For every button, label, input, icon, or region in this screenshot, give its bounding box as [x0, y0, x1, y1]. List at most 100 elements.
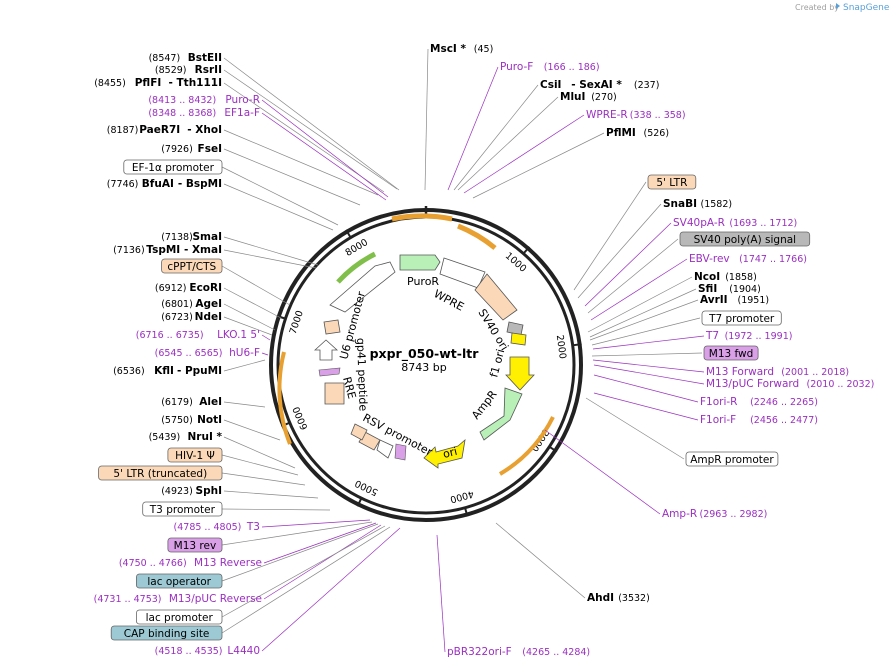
left-feature-box: CAP binding site: [110, 625, 223, 641]
leader-line: [463, 114, 585, 194]
primer-label: T3: [246, 521, 260, 533]
tick-mark: [345, 229, 353, 239]
primer-position: (2001 .. 2018): [781, 367, 849, 378]
primer-position: (1972 .. 1991): [725, 331, 793, 342]
leader-line: [221, 523, 379, 582]
leader-line: [261, 112, 387, 201]
leader-line: [221, 508, 331, 511]
enzyme-label: SnaBI: [663, 198, 697, 210]
box-label: M13 rev: [174, 540, 217, 552]
primer-label: pBR322ori-F: [447, 646, 512, 658]
enzyme-position: (3532): [618, 593, 650, 604]
primer-label: M13 Forward: [706, 366, 774, 378]
left-feature-box: EF-1α promoter: [123, 159, 223, 175]
enzyme-label: RsrII: [195, 64, 222, 76]
wpre-feature: [439, 257, 486, 289]
leader-line: [593, 392, 699, 421]
tick-mark: [547, 445, 558, 453]
ori-feature: [423, 438, 466, 469]
enzyme-label: NdeI: [195, 311, 222, 323]
leader-line: [221, 525, 386, 618]
leader-line: [587, 276, 693, 333]
leader-line: [544, 429, 661, 515]
left-feature-box: M13 rev: [167, 537, 223, 553]
leader-line: [261, 352, 269, 356]
box-label: CAP binding site: [124, 628, 210, 640]
leader-line: [221, 526, 391, 634]
primer-position: (2010 .. 2032): [807, 379, 875, 390]
plasmid-name: pxpr_050-wt-ltr: [370, 346, 480, 362]
primer-label: Puro-F: [500, 61, 533, 73]
primer-label: F1ori-R: [700, 396, 737, 408]
leader-line: [223, 287, 282, 319]
right-feature-box: T7 promoter: [701, 310, 782, 326]
leader-line: [584, 222, 672, 307]
leader-line: [453, 84, 539, 191]
leader-line: [587, 238, 679, 314]
primer-position: (4750 .. 4766): [119, 558, 187, 569]
enzyme-label: NotI: [197, 414, 222, 426]
enzyme-label-2: - PpuMI: [177, 365, 222, 377]
plasmid-size: 8743 bp: [401, 361, 446, 374]
leader-line: [223, 401, 266, 408]
ampr-orange-feature: [498, 416, 555, 476]
wpre-orange-feature: [391, 213, 453, 222]
tick-mark: [463, 506, 469, 517]
enzyme-label: CsiI: [540, 79, 561, 91]
box-label: 5' LTR: [656, 177, 687, 189]
t3-feature: [376, 439, 394, 459]
primer-label: M13/pUC Reverse: [169, 593, 262, 605]
cppt-feature: [323, 319, 341, 335]
primer-label: Amp-R: [662, 508, 697, 520]
leader-line: [573, 181, 647, 291]
enzyme-position: (6723): [161, 312, 193, 323]
enzyme-position: (7138): [161, 232, 193, 243]
hiv-psi-feature: [350, 423, 368, 441]
enzyme-position: (1858): [725, 272, 757, 283]
enzyme-label-2: - SexAI *: [571, 79, 622, 91]
leader-line: [592, 359, 705, 373]
enzyme-position: (1904): [729, 284, 761, 295]
primer-position: (4518 .. 4535): [155, 646, 223, 657]
left-feature-box: cPPT/CTS: [161, 258, 223, 274]
left-feature-box: HIV-1 Ψ: [167, 447, 223, 463]
enzyme-position: (45): [474, 44, 494, 55]
right-feature-box: M13 fwd: [703, 345, 759, 361]
leader-line: [591, 317, 701, 346]
rre-feature: [324, 382, 345, 405]
label-puror: PuroR: [407, 275, 439, 288]
enzyme-position: (237): [634, 80, 660, 91]
enzyme-label-2: - XhoI: [187, 124, 222, 136]
enzyme-label: AhdI: [587, 592, 614, 604]
leader-line: [592, 335, 705, 350]
enzyme-position: (6179): [161, 397, 193, 408]
leader-line: [261, 527, 401, 652]
tick-mark: [522, 246, 531, 256]
box-label: lac operator: [147, 576, 211, 588]
green-feature: [336, 251, 377, 284]
enzyme-position: (6801): [161, 299, 193, 310]
label-gp41: gp41 peptide: [354, 338, 370, 412]
primer-position: (2963 .. 2982): [700, 509, 768, 520]
primer-position: (8413 .. 8432): [148, 95, 216, 106]
enzyme-position: (8187): [107, 125, 139, 136]
enzyme-label: SphI: [196, 485, 222, 497]
enzyme-label: SfiI: [698, 283, 717, 295]
primer-label: hU6-F: [229, 347, 260, 359]
primer-position: (4265 .. 4284): [522, 647, 590, 658]
left-leader-lines: [221, 57, 401, 652]
box-label: HIV-1 Ψ: [175, 450, 215, 462]
leader-line: [223, 419, 281, 441]
leader-line: [261, 99, 389, 198]
box-label: T3 promoter: [149, 504, 216, 516]
puror-feature: [399, 254, 441, 271]
primer-label: LKO.1 5': [217, 329, 260, 341]
gp41-feature: [318, 367, 341, 377]
box-label: AmpR promoter: [690, 454, 774, 466]
leader-line: [223, 359, 266, 372]
leader-line: [223, 436, 296, 469]
enzyme-position: (1951): [738, 295, 770, 306]
left-feature-box: T3 promoter: [142, 501, 223, 517]
primer-label: M13 Reverse: [194, 557, 262, 569]
